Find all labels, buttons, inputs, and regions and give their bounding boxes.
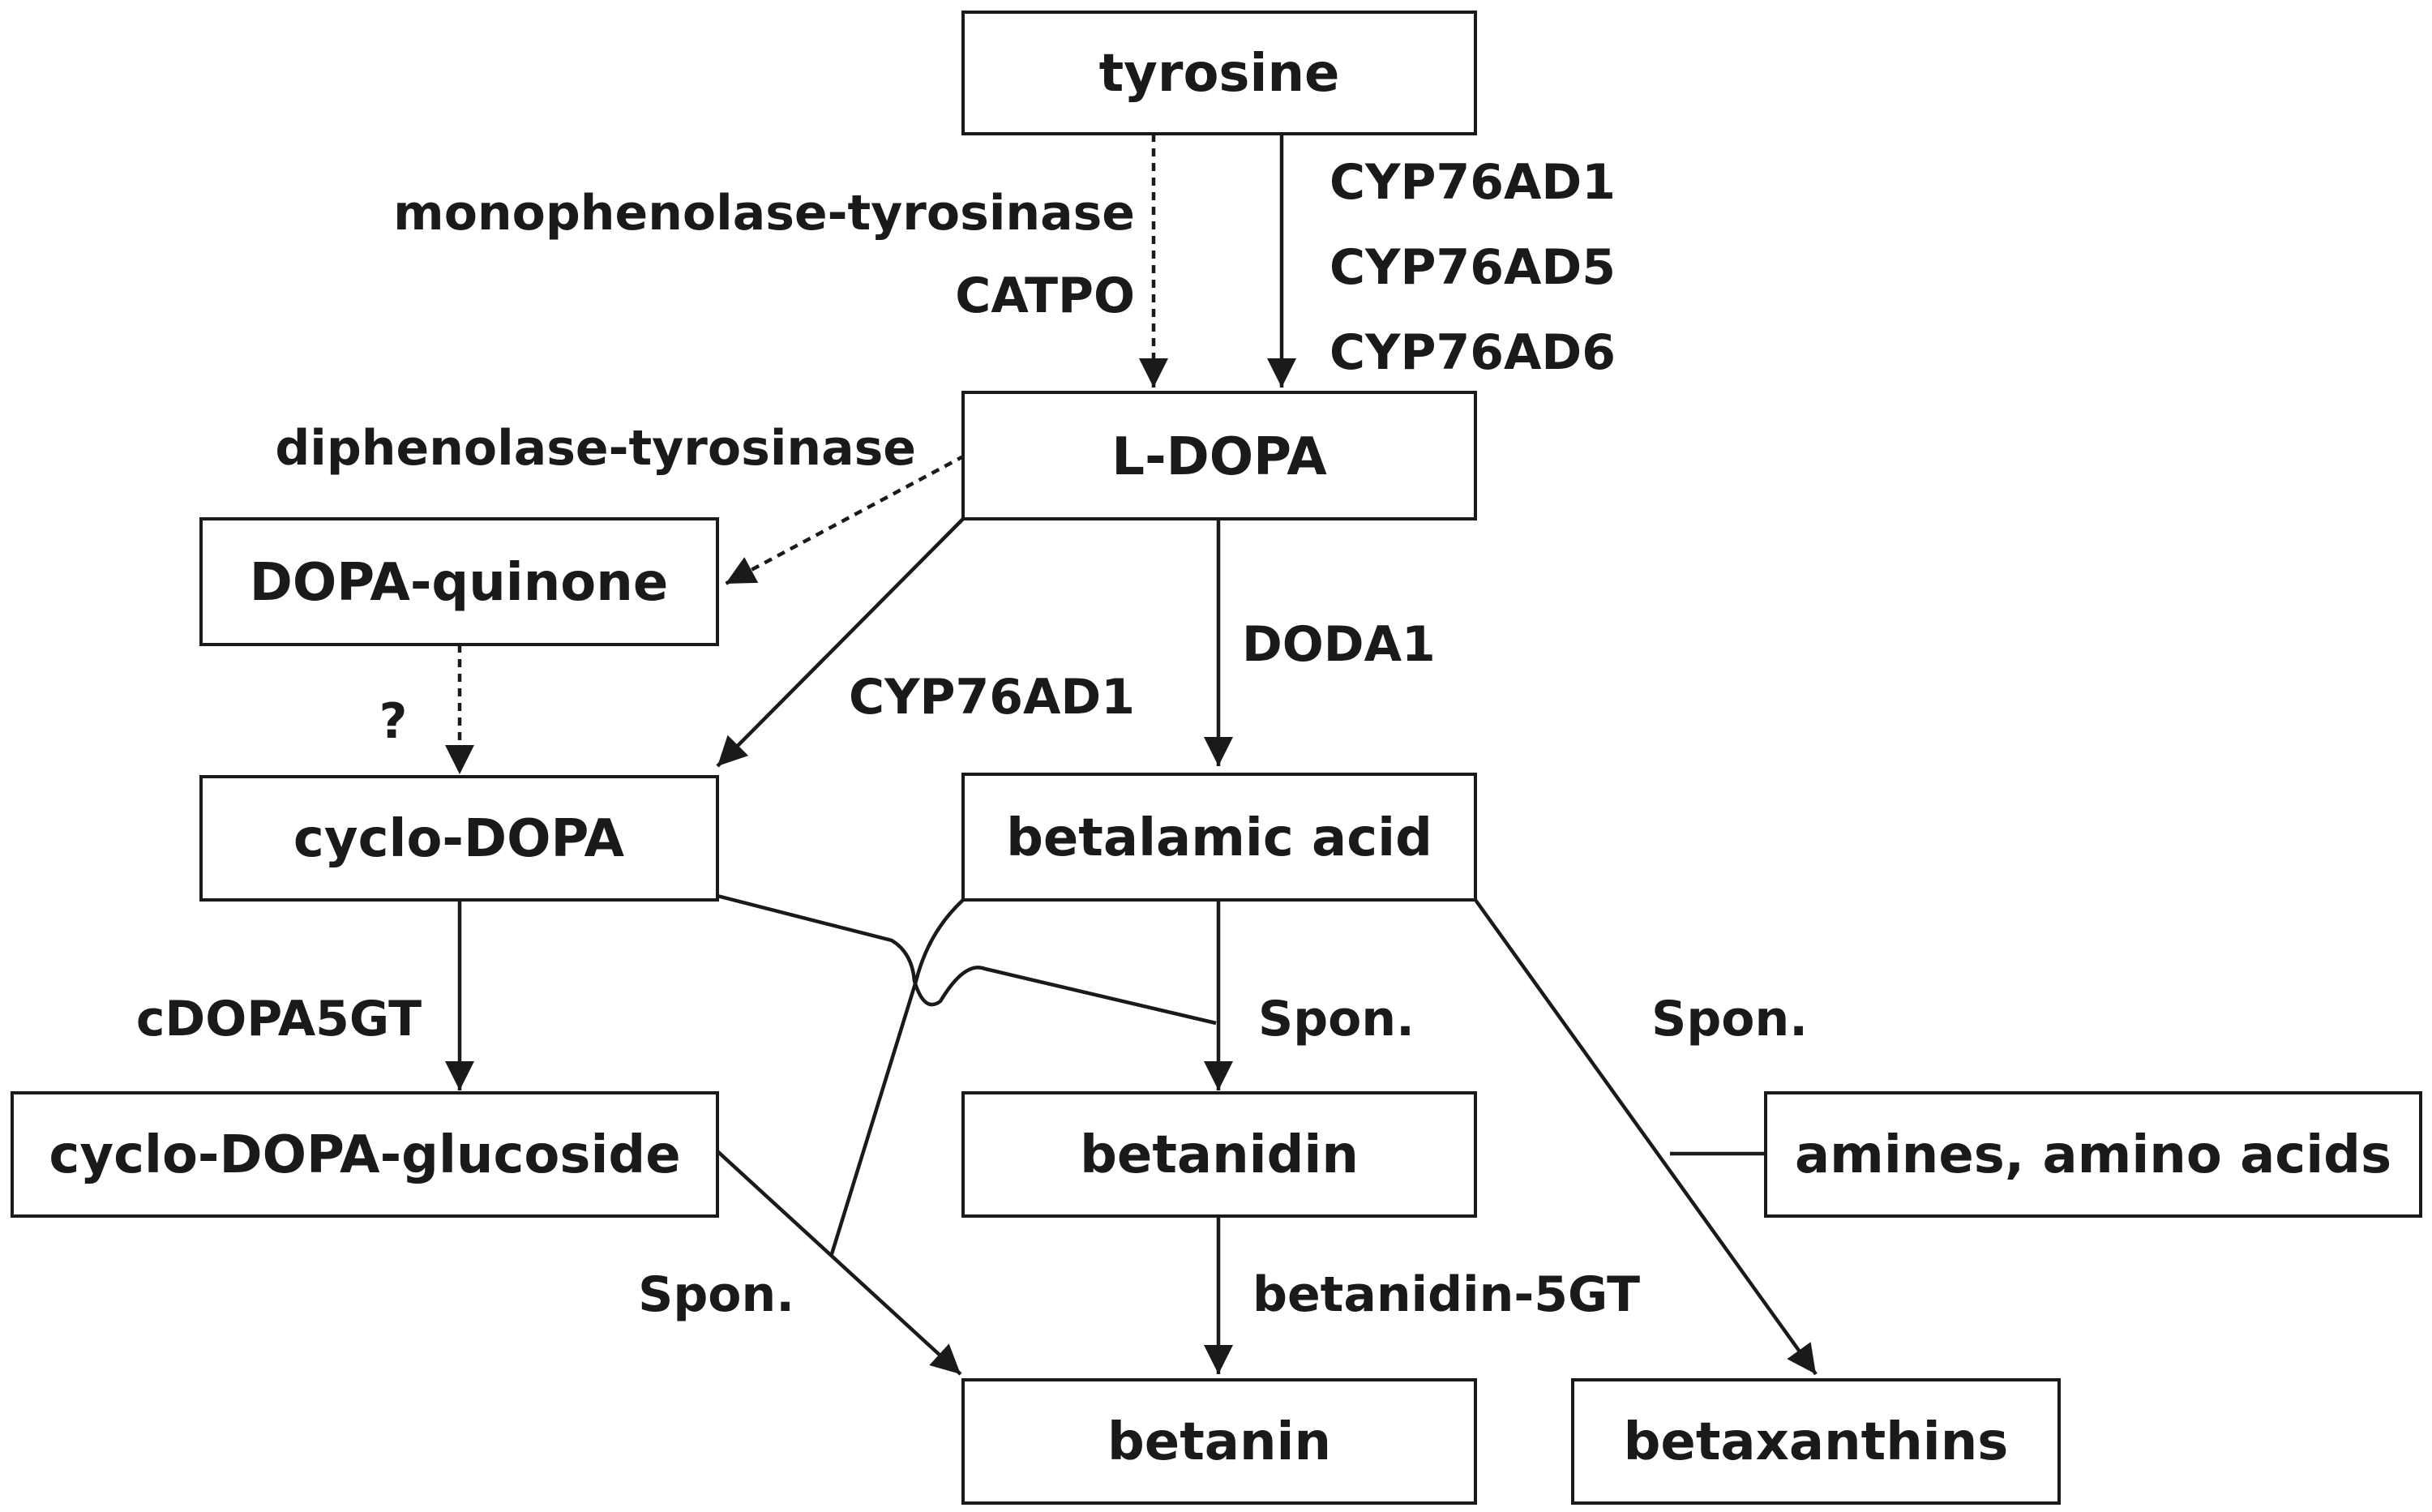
node-betalamic-acid: betalamic acid xyxy=(961,773,1477,902)
label-catpo: CATPO xyxy=(955,268,1135,324)
node-tyrosine-label: tyrosine xyxy=(1099,44,1340,104)
node-betanin: betanin xyxy=(961,1378,1477,1505)
label-spon-betanidin: Spon. xyxy=(1258,991,1415,1047)
label-unknown-step: ? xyxy=(379,693,408,750)
node-ldopa: L-DOPA xyxy=(961,391,1477,520)
label-cdopa5gt: cDOPA5GT xyxy=(136,991,422,1047)
edge-cyclodopa-join-betanidin xyxy=(717,893,1217,1026)
label-spon-betaxanthins: Spon. xyxy=(1651,991,1808,1047)
label-monophenolase-tyrosinase: monophenolase-tyrosinase xyxy=(393,185,1135,242)
label-cyp76ad1-cyclization: CYP76AD1 xyxy=(849,669,1135,726)
label-cyp76ad6: CYP76AD6 xyxy=(1329,324,1616,381)
edge-ldopa-dopaquinone xyxy=(724,454,966,585)
node-betalamic-acid-label: betalamic acid xyxy=(1006,808,1432,868)
node-tyrosine: tyrosine xyxy=(961,11,1477,135)
label-doda1: DODA1 xyxy=(1242,616,1436,673)
label-cyp76ad5: CYP76AD5 xyxy=(1329,239,1616,296)
node-cyclodopa-glucoside-label: cyclo-DOPA-glucoside xyxy=(49,1125,680,1185)
node-betanidin-label: betanidin xyxy=(1080,1125,1359,1185)
node-cyclodopa-glucoside: cyclo-DOPA-glucoside xyxy=(11,1091,719,1218)
label-betanidin-5gt: betanidin-5GT xyxy=(1252,1266,1640,1323)
edge-ldopa-cyclodopa xyxy=(716,517,965,768)
edge-glucoside-betanin xyxy=(716,1150,962,1376)
node-amines-amino-acids-label: amines, amino acids xyxy=(1795,1125,2391,1185)
node-betaxanthins-label: betaxanthins xyxy=(1624,1412,2009,1472)
node-amines-amino-acids: amines, amino acids xyxy=(1764,1091,2422,1218)
node-betaxanthins: betaxanthins xyxy=(1571,1378,2061,1505)
node-cyclodopa-label: cyclo-DOPA xyxy=(293,809,625,869)
node-dopaquinone: DOPA-quinone xyxy=(199,517,719,646)
edge-betalamic-betaxanthins xyxy=(1474,898,1818,1376)
node-dopaquinone-label: DOPA-quinone xyxy=(250,553,668,613)
label-spon-betanin: Spon. xyxy=(638,1266,794,1323)
node-cyclodopa: cyclo-DOPA xyxy=(199,775,719,902)
node-betanin-label: betanin xyxy=(1107,1412,1331,1472)
label-diphenolase-tyrosinase: diphenolase-tyrosinase xyxy=(275,420,916,477)
edge-betalamic-join-betanin xyxy=(829,898,965,1257)
label-cyp76ad1: CYP76AD1 xyxy=(1329,154,1616,211)
node-ldopa-label: L-DOPA xyxy=(1111,427,1327,487)
node-betanidin: betanidin xyxy=(961,1091,1477,1218)
